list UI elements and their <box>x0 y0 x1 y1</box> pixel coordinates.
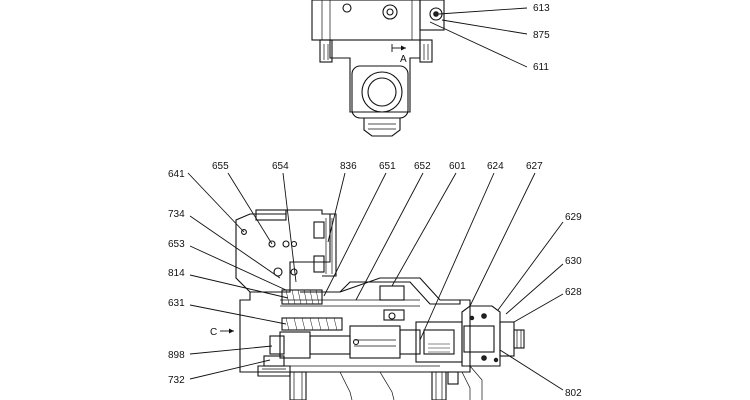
top-leaders <box>429 7 528 68</box>
callout-651: 651 <box>379 161 396 172</box>
callout-653: 653 <box>168 239 185 250</box>
callout-814: 814 <box>168 268 185 279</box>
main-leaders <box>187 172 564 391</box>
callout-802: 802 <box>565 388 582 399</box>
callout-898: 898 <box>168 350 185 361</box>
callout-631: 631 <box>168 298 185 309</box>
callout-654: 654 <box>272 161 289 172</box>
callout-836: 836 <box>340 161 357 172</box>
callout-652: 652 <box>414 161 431 172</box>
callout-875: 875 <box>533 30 550 41</box>
callout-629: 629 <box>565 212 582 223</box>
callout-630: 630 <box>565 256 582 267</box>
section-a-label: A <box>400 54 407 65</box>
section-c-label: C <box>210 327 217 338</box>
top-view-assembly: A <box>311 0 445 137</box>
callout-734: 734 <box>168 209 185 220</box>
main-section-assembly: C <box>210 209 525 400</box>
callout-labels: 613 875 611 641 655 654 836 651 652 601 … <box>168 3 582 399</box>
cartridge-hatching <box>428 343 450 353</box>
callout-641: 641 <box>168 169 185 180</box>
spring-coils-upper <box>285 289 320 305</box>
callout-601: 601 <box>449 161 466 172</box>
callout-624: 624 <box>487 161 504 172</box>
callout-611: 611 <box>533 62 549 73</box>
callout-628: 628 <box>565 287 582 298</box>
callout-732: 732 <box>168 375 185 386</box>
callout-627: 627 <box>526 161 543 172</box>
callout-613: 613 <box>533 3 550 14</box>
spring-coils-lower <box>285 317 338 331</box>
callout-655: 655 <box>212 161 229 172</box>
